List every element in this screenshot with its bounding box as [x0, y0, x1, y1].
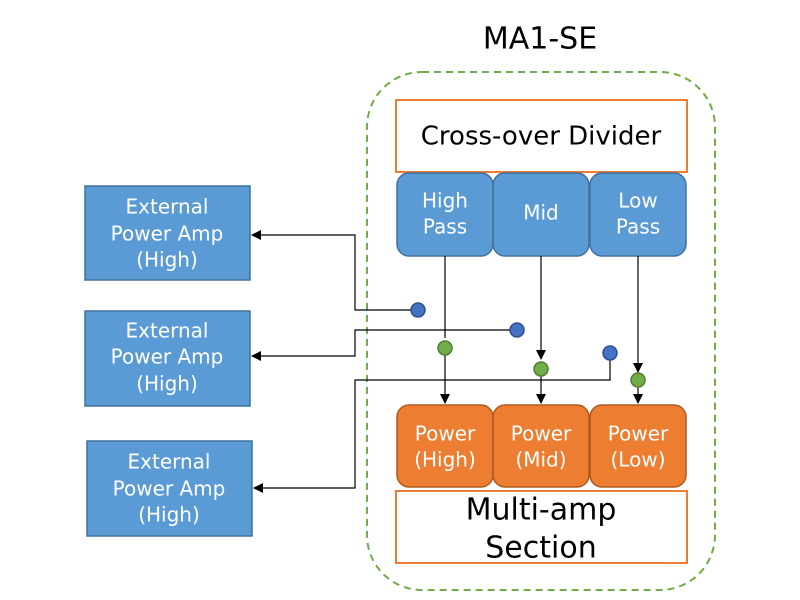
external-amp-1: External Power Amp (High) — [84, 185, 251, 281]
filter-high-pass-line2: Pass — [423, 215, 467, 239]
multiamp-section-box — [395, 490, 688, 564]
filter-low-pass: Low Pass — [589, 172, 687, 257]
external-amp-3: External Power Amp (High) — [86, 440, 253, 537]
power-mid-line2: (Mid) — [515, 448, 566, 472]
external-amp-3-line3: (High) — [138, 503, 200, 527]
power-high-line1: Power — [415, 422, 476, 446]
power-low-line1: Power — [608, 422, 669, 446]
power-low-line2: (Low) — [611, 448, 666, 472]
power-high-block: Power (High) — [396, 404, 494, 488]
diagram-title: MA1-SE — [483, 22, 597, 57]
tap-line-external-3 — [253, 353, 611, 493]
external-amp-2: External Power Amp (High) — [84, 310, 251, 407]
filter-mid-line1: Mid — [523, 201, 559, 225]
tap-point-low — [602, 345, 618, 361]
junction-low — [630, 372, 646, 388]
tap-point-high — [410, 302, 426, 318]
tap-line-external-1 — [251, 230, 418, 311]
filter-mid: Mid — [492, 172, 590, 257]
power-mid-block: Power (Mid) — [492, 404, 590, 488]
external-amp-2-line2: Power Amp — [111, 345, 224, 369]
external-amp-1-line2: Power Amp — [111, 222, 224, 246]
multiamp-section-line2: Section — [485, 531, 596, 566]
crossover-divider-label: Cross-over Divider — [421, 122, 662, 152]
external-amp-3-line1: External — [128, 450, 211, 474]
junction-high — [437, 340, 453, 356]
power-low-block: Power (Low) — [589, 404, 687, 488]
external-amp-2-line1: External — [126, 319, 209, 343]
multiamp-section-line1: Multi-amp — [466, 493, 617, 528]
external-amp-1-line3: (High) — [136, 248, 198, 272]
power-high-line2: (High) — [414, 448, 476, 472]
filter-low-pass-line2: Pass — [616, 215, 660, 239]
external-amp-1-line1: External — [126, 195, 209, 219]
crossover-divider-box — [395, 99, 688, 173]
ma1-se-boundary — [366, 71, 716, 591]
external-amp-3-line2: Power Amp — [113, 477, 226, 501]
filter-high-pass: High Pass — [396, 172, 494, 257]
power-mid-line1: Power — [511, 422, 572, 446]
tap-point-mid — [509, 322, 525, 338]
filter-low-pass-line1: Low — [618, 189, 657, 213]
external-amp-2-line3: (High) — [136, 372, 198, 396]
junction-mid — [533, 361, 549, 377]
tap-line-external-2 — [251, 329, 517, 361]
filter-high-pass-line1: High — [422, 189, 468, 213]
